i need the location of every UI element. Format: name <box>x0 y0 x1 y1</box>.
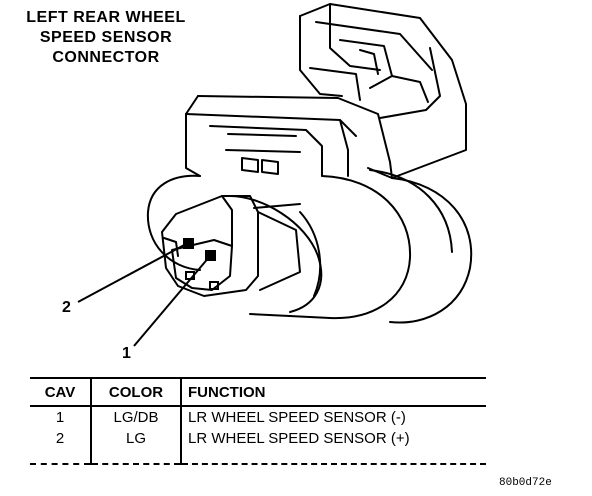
title-line-1: LEFT REAR WHEEL <box>26 9 186 26</box>
cell-cav: 1 <box>30 406 92 428</box>
figure-id: 80b0d72e <box>499 477 552 489</box>
connector-barrel <box>146 169 473 324</box>
cavity-1-terminal <box>205 250 216 261</box>
pinout-table: CAV COLOR FUNCTION 1 LG/DB LR WHEEL SPEE… <box>30 377 486 465</box>
plug-face <box>161 195 301 297</box>
cell-color: LG/DB <box>91 406 182 428</box>
cell-function: LR WHEEL SPEED SENSOR (+) <box>188 430 410 447</box>
leader-line-2 <box>77 243 187 303</box>
leader-line-1 <box>133 255 211 347</box>
header-function: FUNCTION <box>181 377 486 407</box>
title-line-2: SPEED SENSOR <box>39 29 173 46</box>
cavity-2-terminal <box>183 238 194 249</box>
diagram-title: LEFT REAR WHEEL SPEED SENSOR CONNECTOR <box>6 8 206 68</box>
header-color: COLOR <box>91 377 182 407</box>
table-row: 2 LG LR WHEEL SPEED SENSOR (+) <box>30 428 486 449</box>
title-line-3: CONNECTOR <box>52 49 160 66</box>
cell-cav: 2 <box>30 428 92 449</box>
table-row: 1 LG/DB LR WHEEL SPEED SENSOR (-) <box>30 406 486 428</box>
table-header-row: CAV COLOR FUNCTION <box>30 377 486 407</box>
callout-1: 1 <box>122 345 131 362</box>
connector-box <box>185 95 393 179</box>
table-end-row <box>30 449 486 465</box>
callout-2: 2 <box>62 299 71 316</box>
header-cav: CAV <box>30 377 92 407</box>
cell-function: LR WHEEL SPEED SENSOR (-) <box>188 409 406 426</box>
latch-housing <box>299 3 467 179</box>
cell-color: LG <box>91 428 182 449</box>
